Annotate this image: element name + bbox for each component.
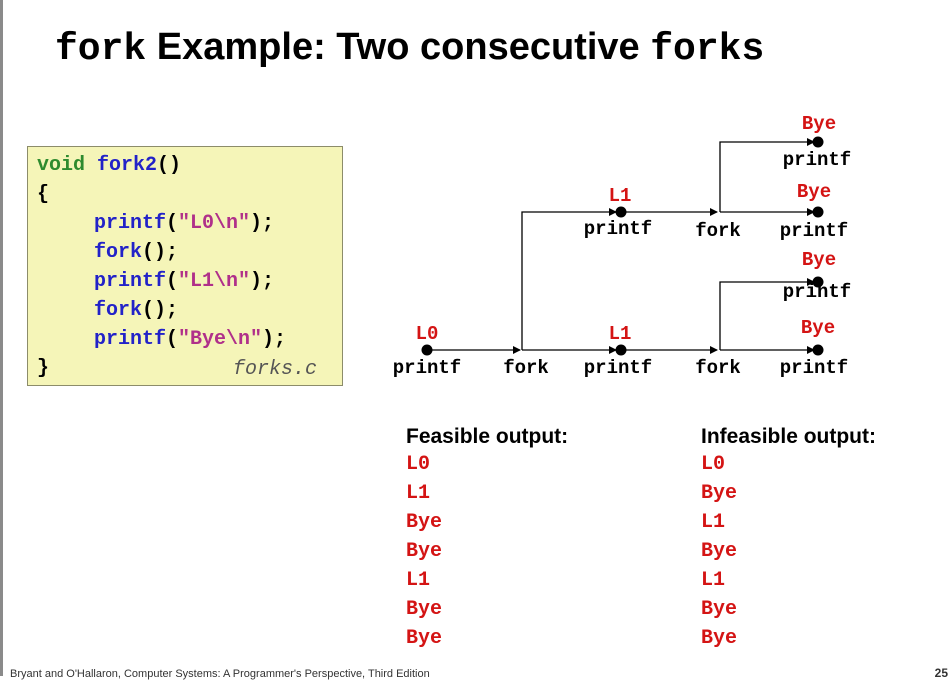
feasible-output-item: Bye (406, 511, 443, 534)
node-label-printf-bye-3: printf (780, 220, 848, 242)
node-label-printf-L1-parent: printf (584, 357, 652, 379)
infeasible-output-item: Bye (701, 482, 738, 505)
feasible-output-item: L1 (406, 482, 431, 505)
node-label-fork-2: fork (695, 357, 741, 379)
code-line-1: printf("L0\n"); (94, 212, 275, 235)
infeasible-output-item: L0 (701, 453, 726, 476)
infeasible-output-item: L1 (701, 511, 726, 534)
code-line-4: fork(); (94, 299, 179, 322)
child-process-line-2 (719, 138, 815, 212)
feasible-heading: Feasible output: (406, 425, 569, 448)
code-function-name: fork2 (97, 154, 158, 177)
node-printf-bye-3 (812, 206, 824, 218)
code-line-3: printf("L1\n"); (94, 270, 275, 293)
title-code-forks: forks (650, 28, 765, 71)
code-parens: () (157, 154, 182, 177)
node-label-fork-1: fork (503, 357, 549, 379)
slide-footer: Bryant and O'Hallaron, Computer Systems:… (10, 668, 430, 680)
feasible-output-item: Bye (406, 627, 443, 650)
infeasible-output-item: Bye (701, 598, 738, 621)
node-label-printf-bye-2: printf (783, 281, 851, 303)
feasible-output-item: Bye (406, 598, 443, 621)
node-label-printf-L0: printf (393, 357, 461, 379)
title-text: Example: Two consecutive (146, 26, 651, 68)
node-printf-L1-parent (615, 344, 627, 356)
child-process-line-3 (719, 278, 815, 350)
feasible-output-item: L1 (406, 569, 431, 592)
infeasible-heading: Infeasible output: (701, 425, 876, 448)
node-printf-bye-2 (812, 276, 824, 288)
node-printf-L1-child (615, 206, 627, 218)
node-printf-L0 (421, 344, 433, 356)
code-signature: void fork2() (37, 156, 181, 176)
code-close-brace: } (37, 357, 50, 380)
output-label-L0: L0 (416, 323, 439, 345)
output-label-L1-child: L1 (609, 185, 632, 207)
code-box: void fork2() { printf("L0\n"); fork(); p… (27, 146, 343, 386)
child-process-line-1 (521, 208, 815, 350)
output-label-bye-3: Bye (797, 181, 831, 203)
slide-left-border (0, 0, 3, 676)
output-label-bye-1: Bye (801, 317, 835, 339)
feasible-output-item: L0 (406, 453, 431, 476)
infeasible-output-item: Bye (701, 627, 738, 650)
infeasible-output-item: L1 (701, 569, 726, 592)
code-open-brace: { (37, 183, 50, 206)
node-label-printf-bye-4: printf (783, 149, 851, 171)
code-filename: forks.c (233, 358, 318, 381)
page-number: 25 (934, 666, 948, 680)
node-label-fork-3: fork (695, 220, 741, 242)
feasible-output-list: L0 L1 Bye Bye L1 Bye Bye (406, 450, 442, 653)
output-label-L1-parent: L1 (609, 323, 632, 345)
feasible-output-item: Bye (406, 540, 443, 563)
code-line-2: fork(); (94, 241, 179, 264)
infeasible-output-item: Bye (701, 540, 738, 563)
node-printf-bye-1 (812, 344, 824, 356)
code-line-5: printf("Bye\n"); (94, 328, 287, 351)
output-label-bye-4: Bye (802, 113, 836, 135)
infeasible-output-list: L0 Bye L1 Bye L1 Bye Bye (701, 450, 737, 653)
node-label-printf-bye-1: printf (780, 357, 848, 379)
title-code-fork: fork (55, 28, 147, 71)
slide-title: fork Example: Two consecutive forks (55, 26, 764, 71)
output-label-bye-2: Bye (802, 249, 836, 271)
node-printf-bye-4 (812, 136, 824, 148)
node-label-printf-L1-child: printf (584, 218, 652, 240)
code-keyword-void: void (37, 154, 86, 177)
